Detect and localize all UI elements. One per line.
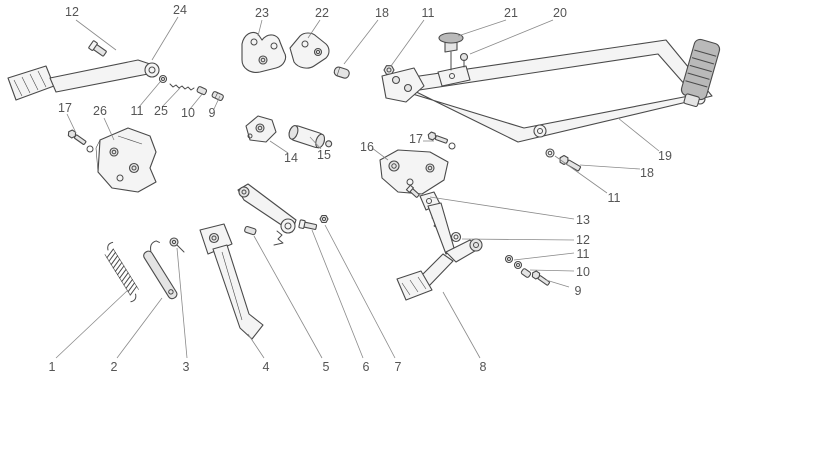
callout-labels: 12 24 23 22 18 11 21 20 17 26 11 25 10 9… [49,3,672,374]
callout-11-c: 11 [608,191,621,205]
part-bracket-22 [289,32,330,69]
callout-9-a: 9 [209,106,216,120]
leader-lines [55,16,660,359]
callout-16: 16 [360,140,374,154]
part-stand-link [237,183,329,246]
callout-1: 1 [49,360,56,374]
part-bolt-17-right [427,131,456,150]
part-bracket-26 [95,127,157,193]
callout-17-a: 17 [58,101,72,115]
callout-6: 6 [363,360,370,374]
part-bracket-16 [379,149,449,195]
part-stand-fasteners [504,254,551,286]
callout-3: 3 [183,360,190,374]
callout-18-a: 18 [375,6,389,20]
part-spring-1 [104,241,139,303]
callout-10-b: 10 [576,265,590,279]
callout-2: 2 [111,360,118,374]
part-bracket-2 [143,240,178,300]
part-return-spring-set [158,74,224,101]
callout-23: 23 [255,6,269,20]
part-bushing-15 [288,125,333,149]
part-frame-fasteners [545,148,582,172]
callout-12-b: 12 [576,233,590,247]
callout-8: 8 [480,360,487,374]
callout-11-a: 11 [422,6,435,20]
callout-11-b: 11 [131,104,144,118]
callout-14: 14 [284,151,298,165]
callout-5: 5 [323,360,330,374]
callout-26: 26 [93,104,107,118]
part-bracket-23 [241,31,287,73]
callout-20: 20 [553,6,567,20]
callout-25: 25 [154,104,168,118]
callout-9-b: 9 [575,284,582,298]
part-brake-pedal [7,40,160,101]
part-pivot-bolt-3 [169,237,185,253]
callout-7: 7 [395,360,402,374]
callout-19: 19 [658,149,672,163]
callout-22: 22 [315,6,329,20]
part-bolt-17-left [67,129,94,153]
part-mount-14 [245,115,277,143]
callout-11-d: 11 [577,247,590,261]
part-rear-frame [381,32,713,143]
callout-18-b: 18 [640,166,654,180]
callout-13: 13 [576,213,590,227]
part-footpeg-rubber [680,38,721,108]
part-side-stand [199,223,264,340]
part-center-stand [396,184,483,301]
callout-10-a: 10 [181,106,195,120]
part-spacer-18-top [333,66,350,79]
callout-17-b: 17 [409,132,423,146]
callout-21: 21 [504,6,518,20]
callout-4: 4 [263,360,270,374]
callout-12-a: 12 [65,5,79,19]
callout-24: 24 [173,3,187,17]
callout-15: 15 [317,148,331,162]
